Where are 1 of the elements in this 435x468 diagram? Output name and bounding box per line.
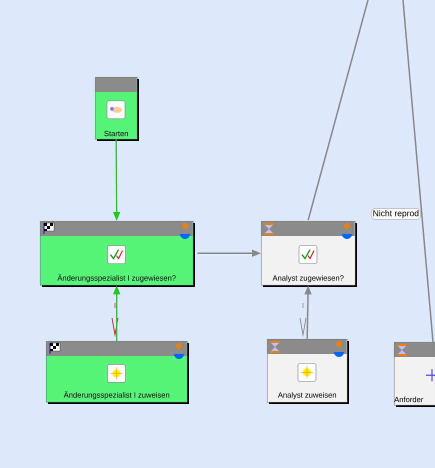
edge-label: Nicht reprod xyxy=(371,208,421,220)
